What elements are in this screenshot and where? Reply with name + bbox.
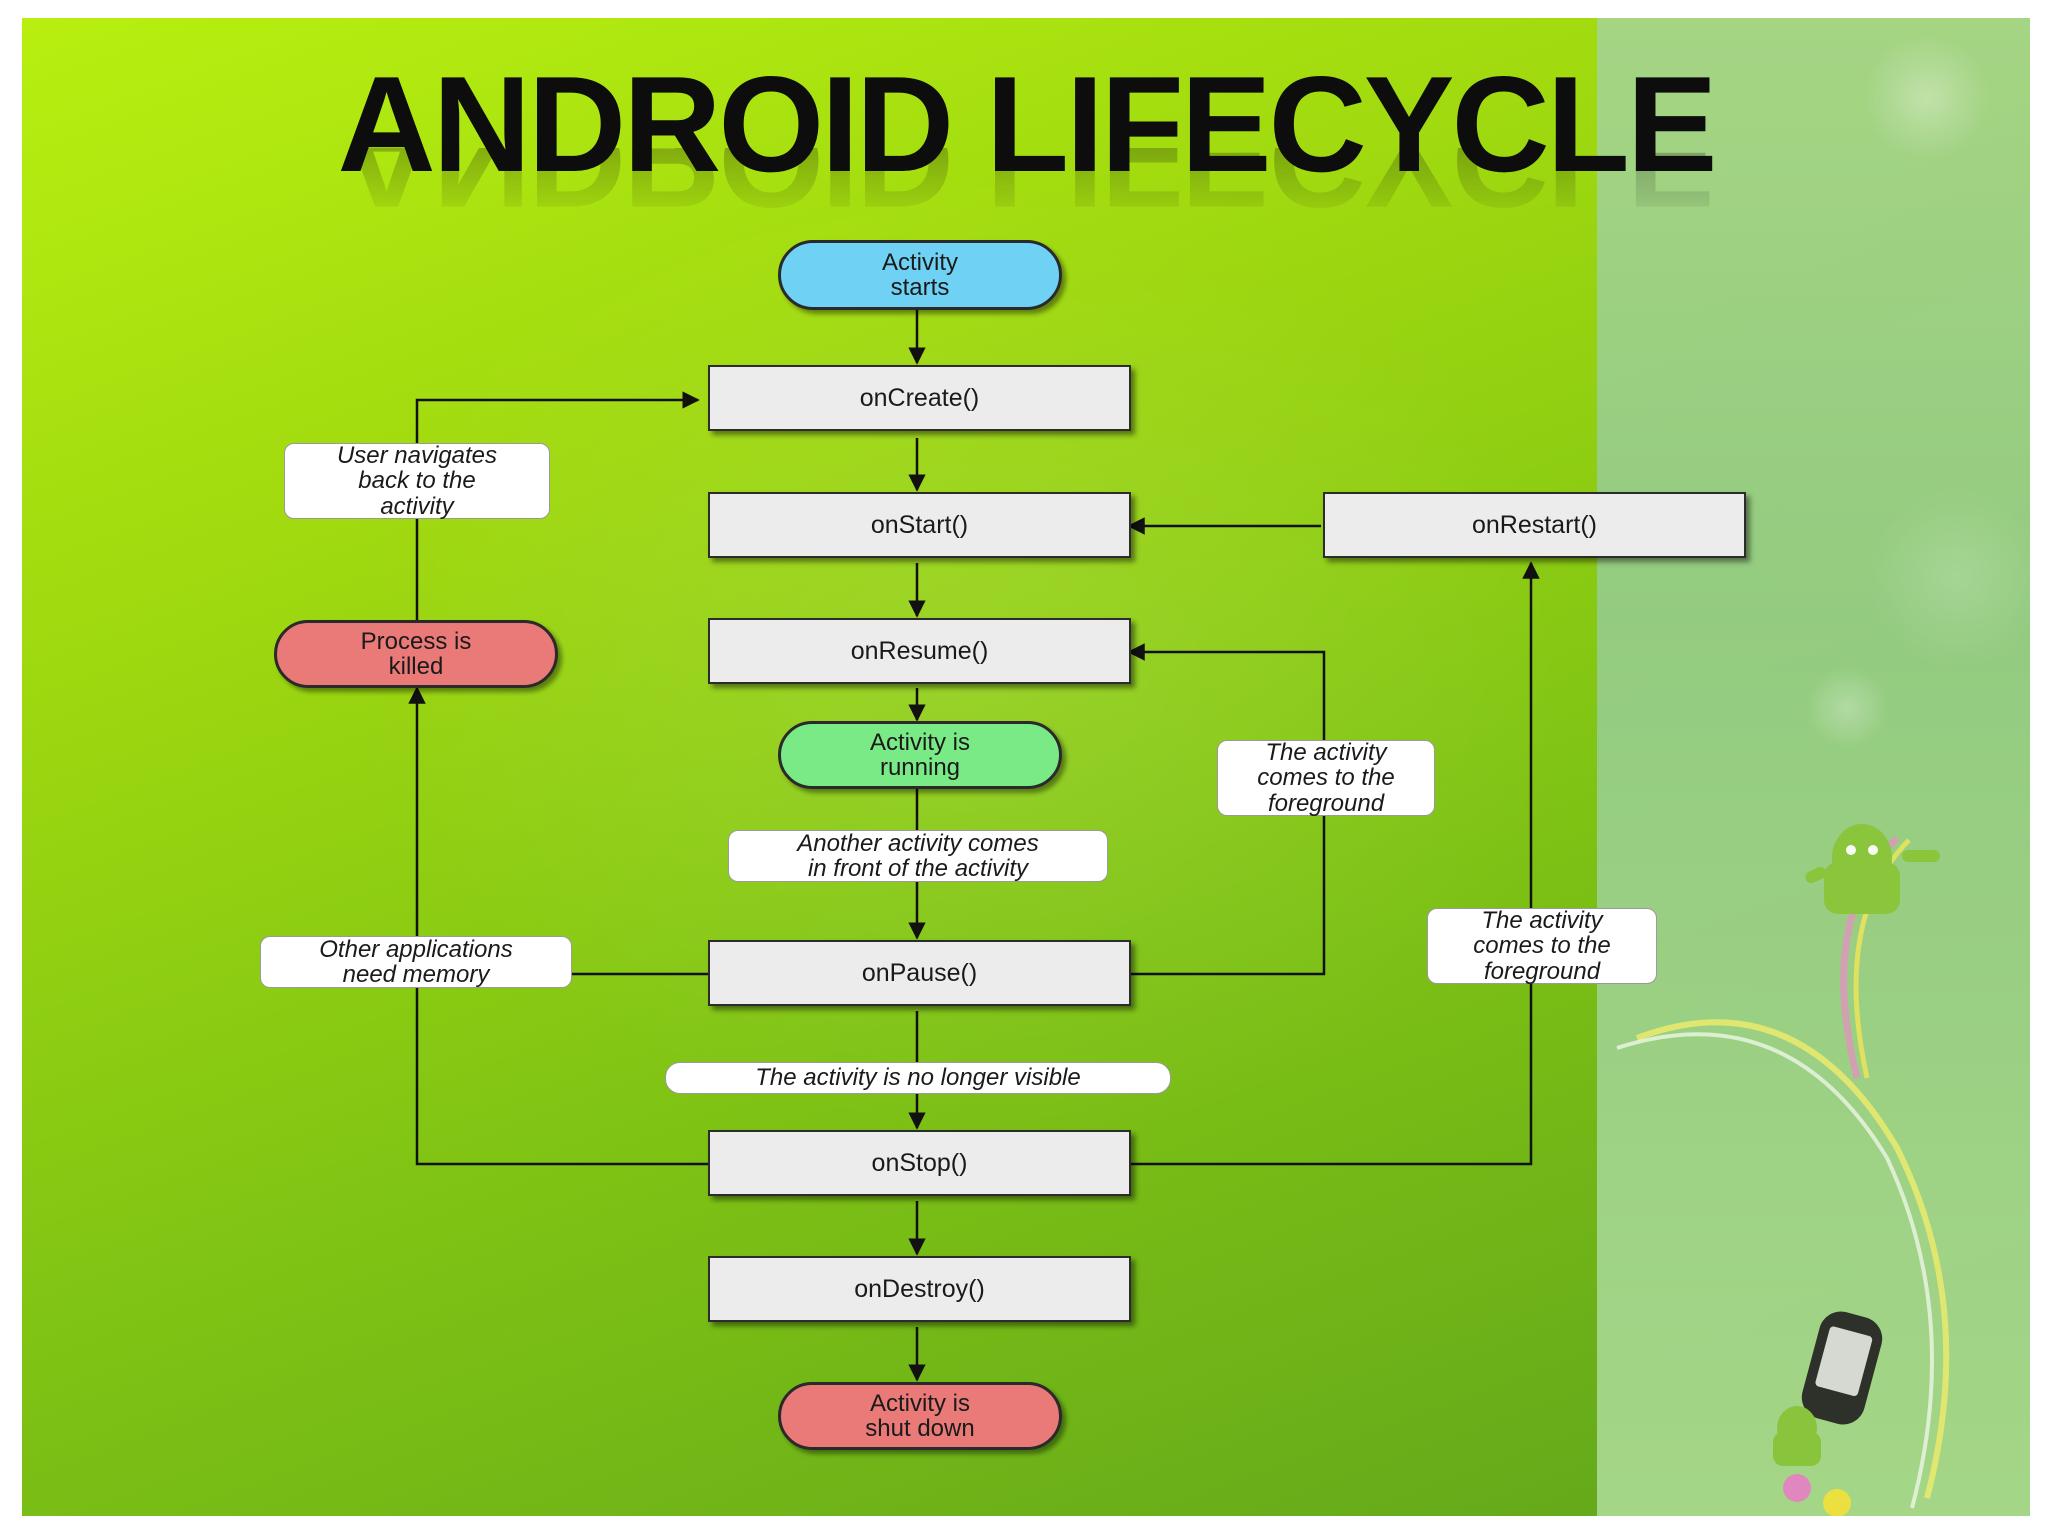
slide-background: ANDROID LIFECYCLE ANDROID LIFECYCLE Acti…: [22, 18, 2030, 1516]
node-activity-shut-down: Activity is shut down: [778, 1382, 1062, 1450]
decorative-side-panel: [1597, 18, 2030, 1516]
label-another-activity: Another activity comes in front of the a…: [728, 830, 1108, 882]
node-process-killed: Process is killed: [274, 620, 558, 688]
android-mascot-illustration: [1616, 824, 1950, 1516]
node-on-restart: onRestart(): [1323, 492, 1746, 558]
page-title: ANDROID LIFECYCLE: [337, 48, 1718, 200]
node-on-start: onStart(): [708, 492, 1131, 558]
label-other-apps-memory: Other applications need memory: [260, 936, 572, 988]
label-user-navigates-back: User navigates back to the activity: [284, 443, 550, 519]
edge-killed-to-create: [415, 391, 700, 626]
node-on-stop: onStop(): [708, 1130, 1131, 1196]
edge-stop-to-restart: [1119, 561, 1540, 1166]
label-foreground-to-restart: The activity comes to the foreground: [1427, 908, 1657, 984]
node-activity-starts: Activity starts: [778, 240, 1062, 310]
node-on-create: onCreate(): [708, 365, 1131, 431]
edge-stop-to-killed: [408, 686, 708, 1166]
label-no-longer-visible: The activity is no longer visible: [665, 1062, 1171, 1094]
node-on-resume: onResume(): [708, 618, 1131, 684]
label-foreground-to-resume: The activity comes to the foreground: [1217, 740, 1435, 816]
node-on-destroy: onDestroy(): [708, 1256, 1131, 1322]
node-on-pause: onPause(): [708, 940, 1131, 1006]
node-activity-running: Activity is running: [778, 721, 1062, 789]
